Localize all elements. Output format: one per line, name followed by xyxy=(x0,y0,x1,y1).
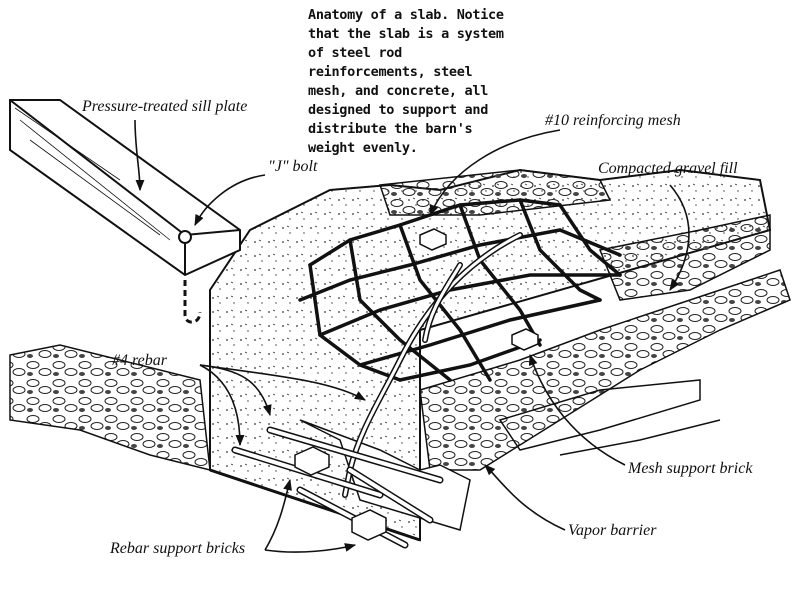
label-sill-plate: Pressure-treated sill plate xyxy=(82,98,248,115)
figure-caption: Anatomy of a slab. Notice that the slab … xyxy=(308,7,504,156)
label-rebar: #4 rebar xyxy=(112,352,167,369)
bent-rebar xyxy=(342,232,523,498)
label-vapor-barrier: Vapor barrier xyxy=(568,522,657,539)
vapor-barrier xyxy=(299,379,721,531)
support-bricks xyxy=(294,228,539,541)
label-mesh-support-brick: Mesh support brick xyxy=(628,460,753,477)
label-j-bolt: "J" bolt xyxy=(268,158,318,175)
label-gravel-fill: Compacted gravel fill xyxy=(598,160,738,177)
gravel-fill xyxy=(9,169,791,471)
leader-lines xyxy=(134,119,690,553)
label-reinforcing-mesh: #10 reinforcing mesh xyxy=(545,112,681,129)
label-rebar-support-bricks: Rebar support bricks xyxy=(110,540,246,557)
concrete-slab xyxy=(209,168,772,542)
sill-plate xyxy=(9,99,241,277)
j-bolt xyxy=(178,230,202,324)
